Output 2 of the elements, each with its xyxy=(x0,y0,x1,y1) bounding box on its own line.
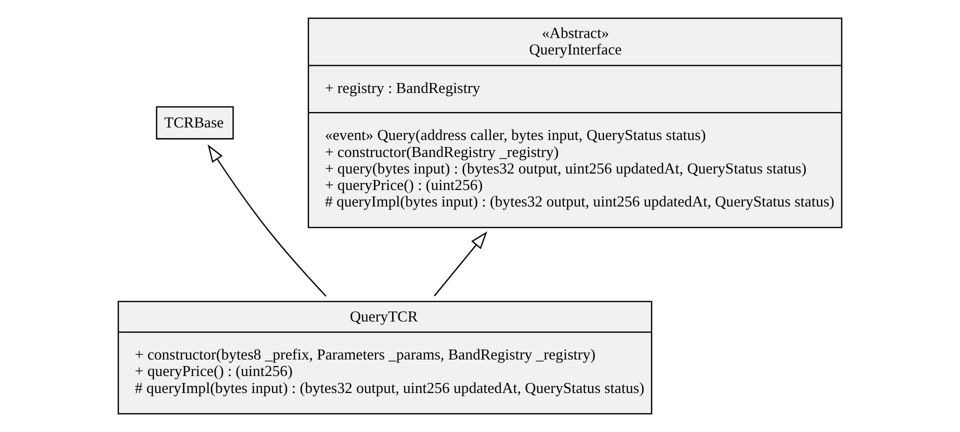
arrow xyxy=(434,231,488,296)
arrow xyxy=(208,144,326,297)
